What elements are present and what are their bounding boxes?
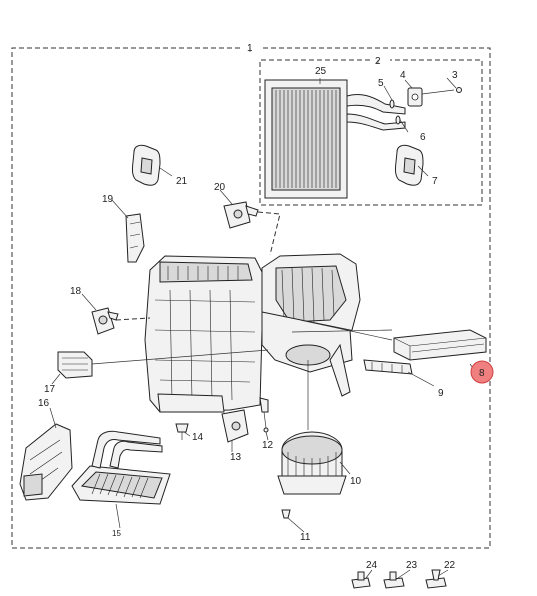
- callout-9: 9: [438, 388, 444, 399]
- callout-6: 6: [420, 132, 426, 143]
- callout-20: 20: [214, 182, 226, 193]
- callout-24: 24: [366, 560, 378, 571]
- evaporator-core: [264, 79, 406, 199]
- clip-14: [175, 423, 189, 440]
- callout-18: 18: [70, 286, 82, 297]
- callout-7: 7: [432, 176, 438, 187]
- callout-10: 10: [350, 476, 362, 487]
- fastener-24: [351, 571, 371, 589]
- resistor-17: [57, 351, 93, 379]
- fastener-23: [383, 571, 405, 589]
- hvac-housing: [144, 253, 361, 413]
- callout-17: 17: [44, 384, 56, 395]
- evaporator-boundary: [259, 59, 483, 206]
- callout-4: 4: [400, 70, 406, 81]
- assembly-boundary: [11, 47, 491, 549]
- blower-motor: [277, 431, 347, 495]
- fastener-22: [425, 569, 447, 589]
- callout-5: 5: [378, 78, 384, 89]
- expansion-valve: [389, 87, 462, 125]
- bracket-19: [125, 213, 145, 263]
- actuator-18: [91, 307, 119, 335]
- seal-7: [394, 144, 424, 186]
- callout-1: 1: [247, 43, 253, 54]
- callout-2: 2: [375, 56, 381, 67]
- callout-3: 3: [452, 70, 458, 81]
- callout-8: 8: [479, 368, 485, 379]
- actuator-20: [223, 201, 281, 256]
- callout-11: 11: [300, 532, 311, 543]
- callout-16: 16: [38, 398, 50, 409]
- highlight-circle[interactable]: [470, 360, 494, 384]
- sensor-12: [259, 397, 269, 433]
- cabin-air-filter: [393, 329, 487, 361]
- screw-11: [281, 509, 291, 519]
- callout-21: 21: [176, 176, 188, 187]
- bracket-9: [363, 359, 413, 375]
- heater-core: [71, 430, 171, 505]
- actuator-13: [221, 409, 249, 443]
- callout-12: 12: [262, 440, 274, 451]
- callout-19: 19: [102, 194, 114, 205]
- callout-15: 15: [112, 529, 121, 538]
- duct-16: [19, 423, 73, 501]
- callout-14: 14: [192, 432, 204, 443]
- callout-13: 13: [230, 452, 242, 463]
- seal-21: [131, 144, 161, 186]
- callout-22: 22: [444, 560, 456, 571]
- callout-25: 25: [315, 66, 327, 77]
- callout-23: 23: [406, 560, 418, 571]
